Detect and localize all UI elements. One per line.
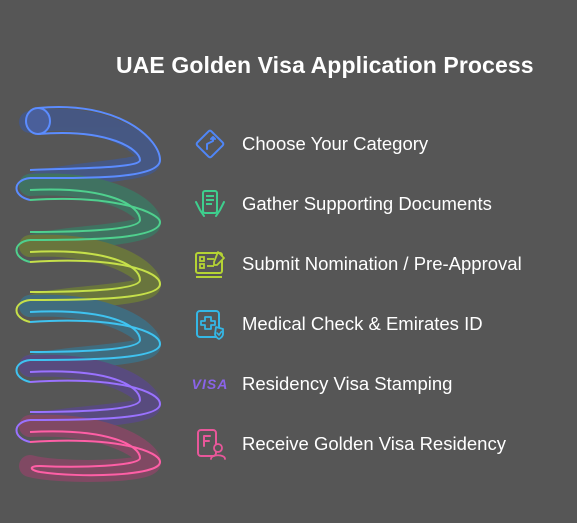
id-card-person-icon — [190, 424, 230, 464]
visa-icon: VISA — [191, 376, 229, 392]
step-gather-documents: Gather Supporting Documents — [190, 184, 570, 224]
page-title: UAE Golden Visa Application Process — [116, 52, 534, 78]
step-label: Submit Nomination / Pre-Approval — [242, 253, 522, 274]
step-label: Medical Check & Emirates ID — [242, 313, 483, 334]
form-pencil-icon — [190, 244, 230, 284]
step-submit-nomination: Submit Nomination / Pre-Approval — [190, 244, 570, 284]
step-receive-visa: Receive Golden Visa Residency — [190, 424, 570, 464]
diamond-route-icon — [190, 124, 230, 164]
step-choose-category: Choose Your Category — [190, 124, 570, 164]
step-label: Receive Golden Visa Residency — [242, 433, 506, 454]
step-label: Residency Visa Stamping — [242, 373, 453, 394]
step-visa-stamping: VISA Residency Visa Stamping — [190, 364, 570, 404]
spiral-spring-graphic — [15, 105, 162, 482]
medical-shield-icon — [190, 304, 230, 344]
document-hands-icon — [190, 184, 230, 224]
step-label: Choose Your Category — [242, 133, 429, 154]
step-medical-check: Medical Check & Emirates ID — [190, 304, 570, 344]
step-label: Gather Supporting Documents — [242, 193, 492, 214]
